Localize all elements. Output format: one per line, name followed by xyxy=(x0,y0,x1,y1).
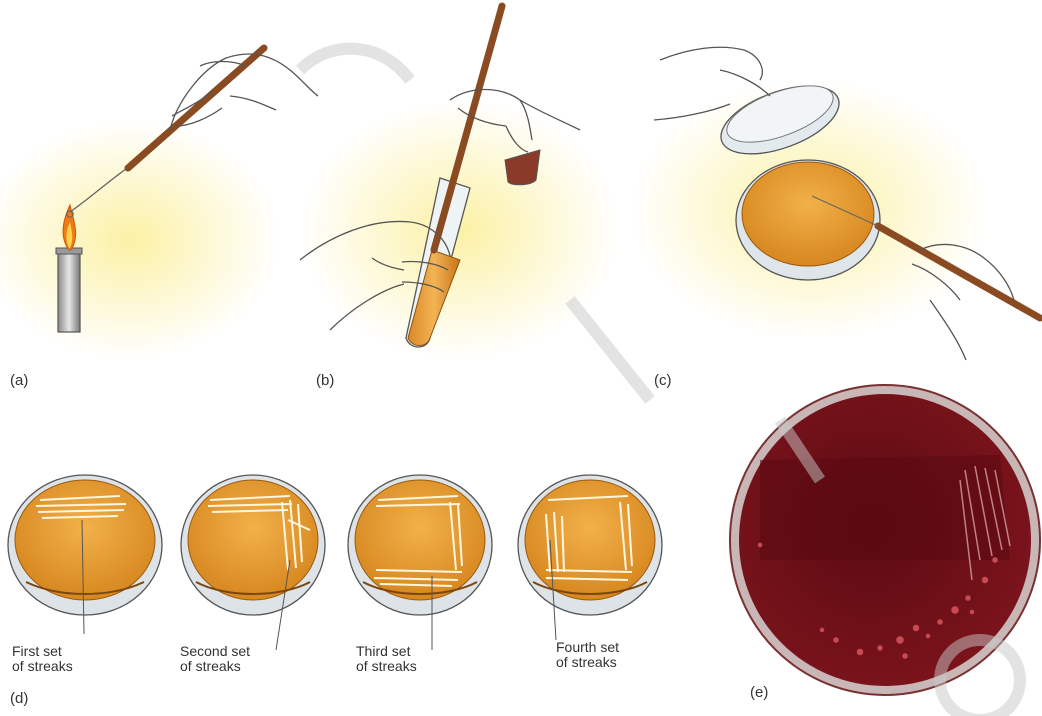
streak-plate-2 xyxy=(181,475,325,650)
caption-third-set: Third set of streaks xyxy=(356,644,417,674)
caption-first-set: First set of streaks xyxy=(12,644,73,674)
caption-fourth-line2: of streaks xyxy=(556,655,619,670)
panel-d-streak-plates xyxy=(8,475,662,650)
panel-label-a: (a) xyxy=(10,372,28,389)
streak-plate-4 xyxy=(518,475,662,640)
streak-plate-1 xyxy=(8,475,162,634)
panel-label-b: (b) xyxy=(316,372,334,389)
caption-fourth-set: Fourth set of streaks xyxy=(556,640,619,670)
caption-second-set: Second set of streaks xyxy=(180,644,250,674)
panel-label-e: (e) xyxy=(750,684,768,701)
caption-third-line2: of streaks xyxy=(356,659,417,674)
glow-b xyxy=(300,100,620,360)
panel-label-d: (d) xyxy=(10,690,28,707)
bunsen-burner xyxy=(58,250,80,332)
panel-c-opening-plate xyxy=(630,47,1040,360)
caption-second-line1: Second set xyxy=(180,644,250,659)
panel-label-c: (c) xyxy=(654,372,672,389)
hand-a xyxy=(170,54,318,130)
caption-second-line2: of streaks xyxy=(180,659,250,674)
streak-plate-3 xyxy=(348,475,492,650)
caption-third-line1: Third set xyxy=(356,644,417,659)
caption-first-line2: of streaks xyxy=(12,659,73,674)
caption-first-line1: First set xyxy=(12,644,73,659)
caption-fourth-line1: Fourth set xyxy=(556,640,619,655)
streak-area xyxy=(760,455,1010,560)
panel-a-flaming-loop xyxy=(0,48,318,360)
